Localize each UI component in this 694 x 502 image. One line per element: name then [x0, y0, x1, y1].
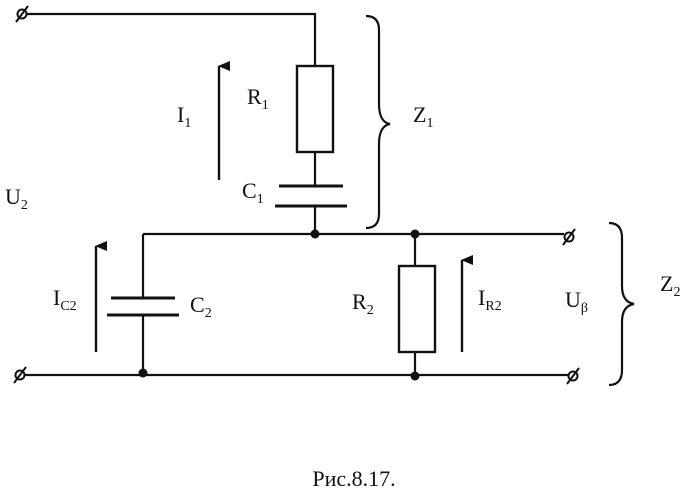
brace-z1 — [365, 14, 391, 230]
junction-dot — [410, 229, 420, 239]
terminal-right-top — [562, 228, 576, 246]
label-z2: Z2 — [660, 271, 680, 300]
label-c2: C2 — [190, 292, 212, 321]
figure-caption: Рис.8.17. — [312, 466, 395, 491]
label-z1: Z1 — [413, 102, 433, 131]
junction-dot — [410, 371, 420, 381]
junction-dot — [310, 229, 320, 239]
terminal-bottom-left — [13, 366, 27, 384]
label-ubeta: Uβ — [565, 287, 588, 316]
label-r2: R2 — [352, 289, 374, 318]
terminal-top-left — [15, 5, 29, 23]
capacitor-c1 — [275, 184, 347, 208]
wires — [25, 12, 568, 377]
resistor-r2 — [397, 264, 437, 354]
label-ic2: IC2 — [53, 285, 77, 314]
brace-z2 — [608, 221, 635, 387]
resistor-r1 — [295, 64, 335, 154]
label-u2: U2 — [5, 184, 28, 213]
label-ir2: IR2 — [478, 285, 502, 314]
capacitor-c2 — [107, 296, 179, 317]
junction-dot — [138, 368, 148, 378]
label-c1: C1 — [242, 178, 264, 207]
label-r1: R1 — [247, 84, 269, 113]
label-i1: I1 — [177, 102, 191, 131]
terminal-right-bottom — [566, 367, 580, 385]
